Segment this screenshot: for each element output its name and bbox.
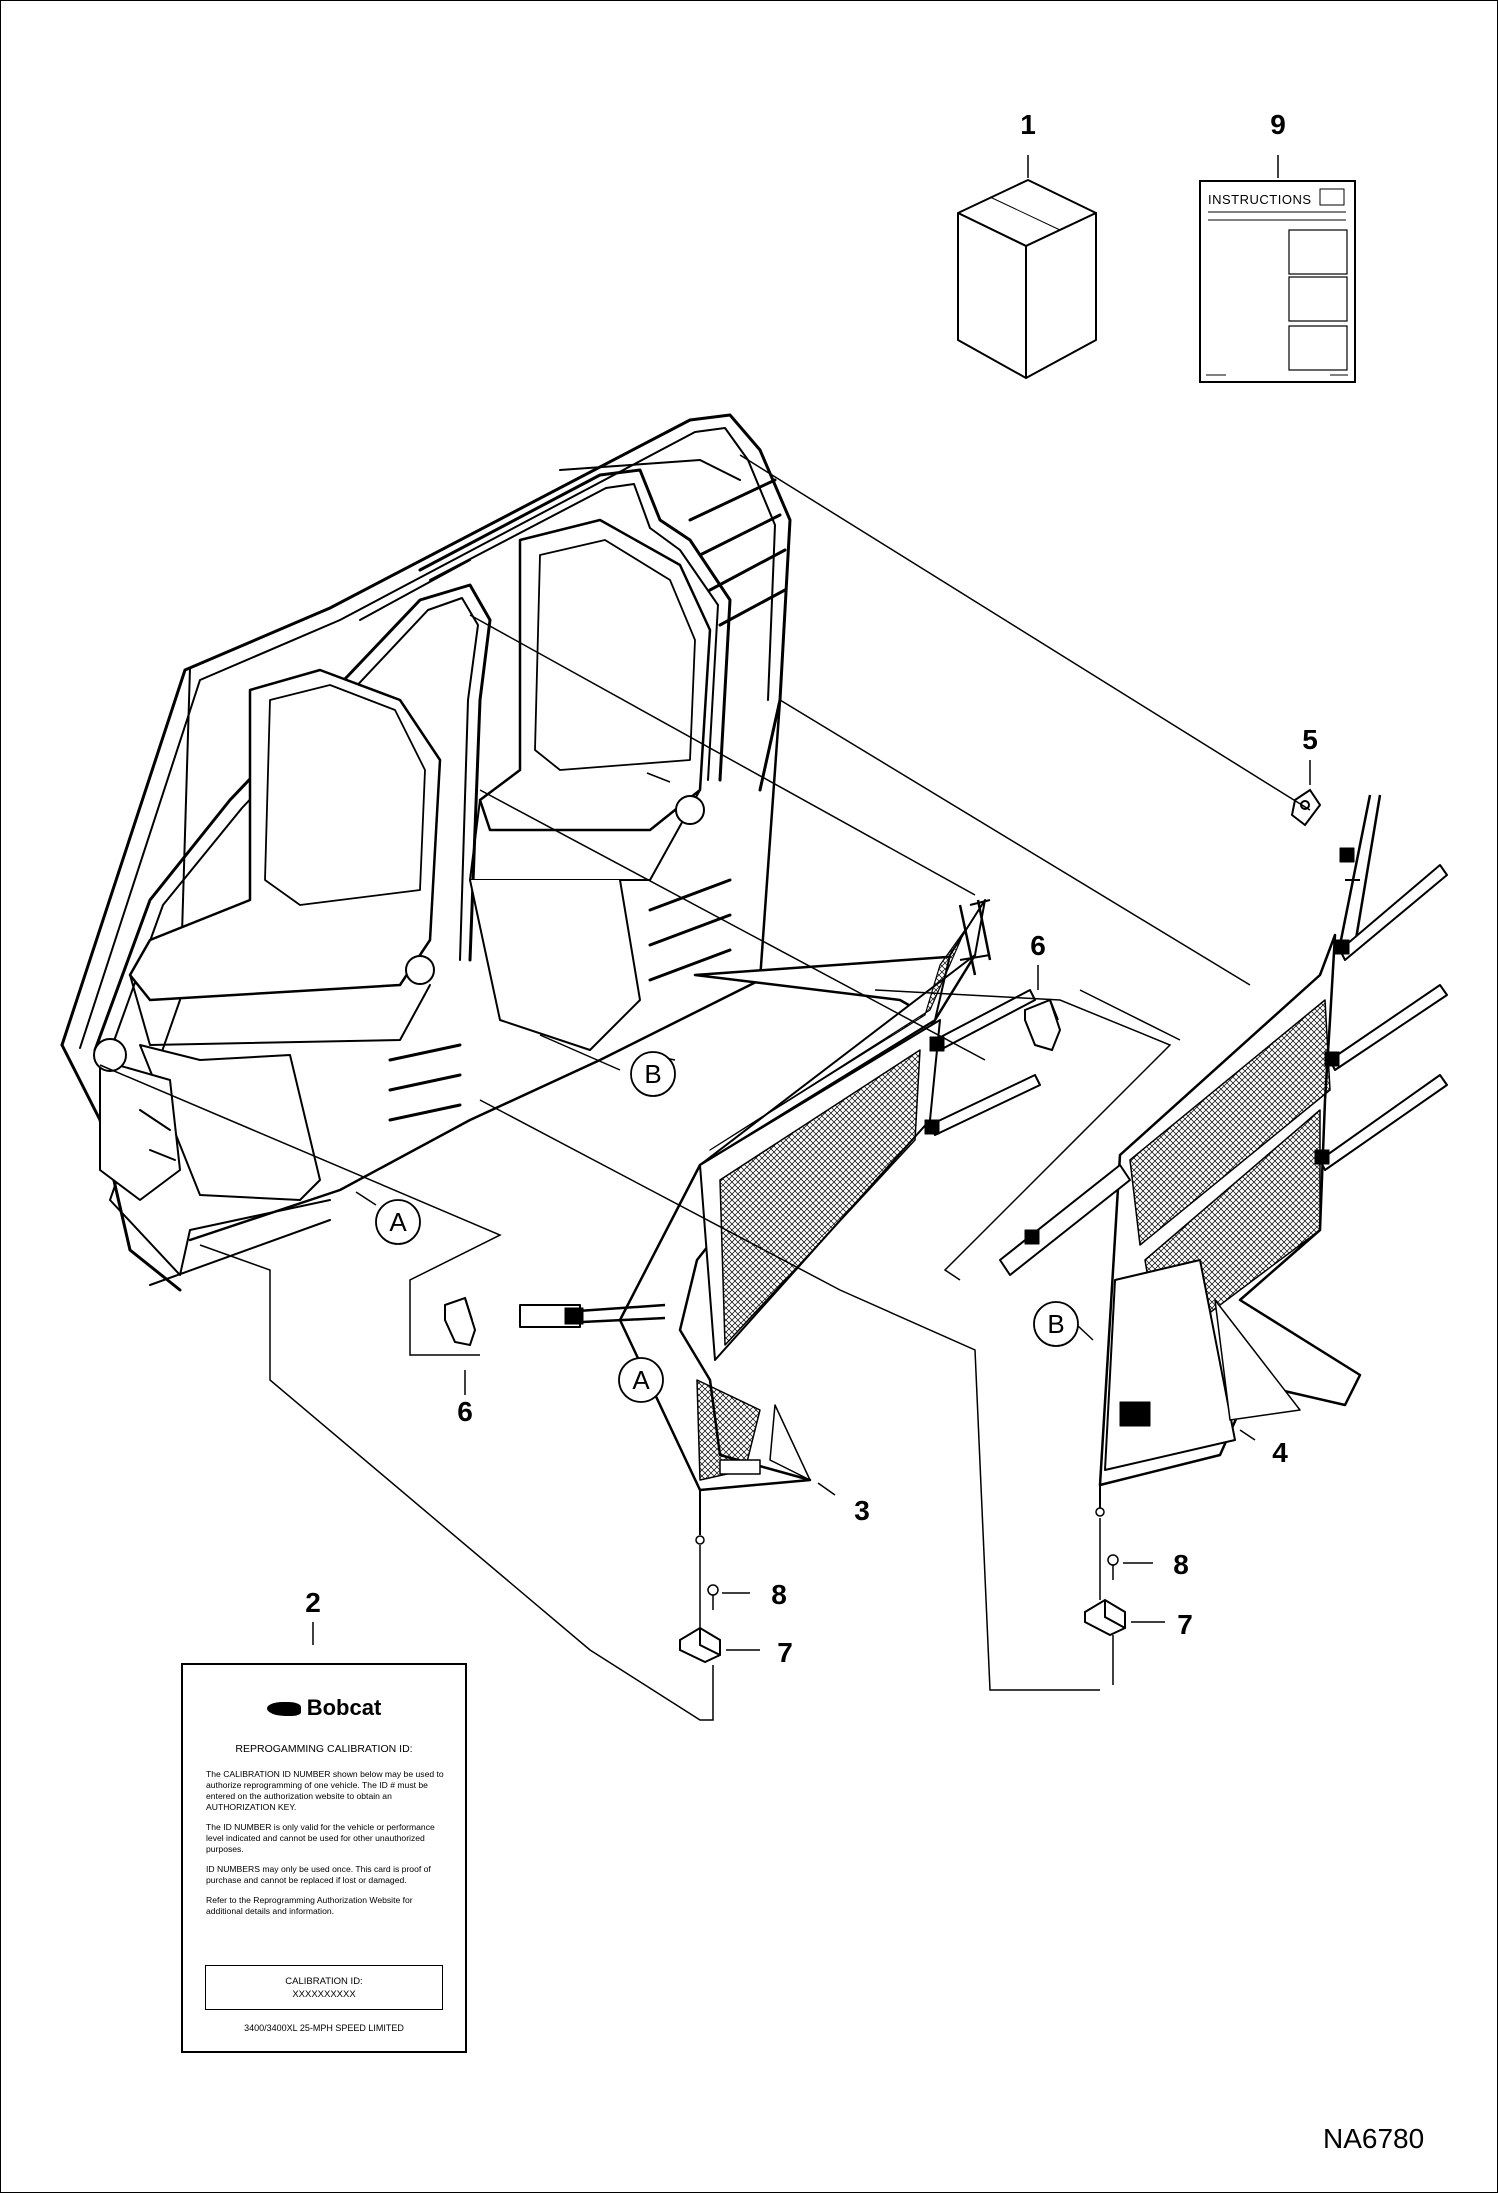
ref-letter: B bbox=[1047, 1309, 1064, 1339]
callout-8: 8 bbox=[1173, 1549, 1189, 1580]
vehicle-cab bbox=[60, 413, 792, 1292]
calibration-id-label: CALIBRATION ID: bbox=[285, 1976, 363, 1987]
instructions-sheet bbox=[1199, 180, 1356, 383]
ref-circle-a-net: A bbox=[618, 1357, 664, 1403]
left-cargo-net bbox=[519, 899, 1041, 1545]
callout-6: 6 bbox=[457, 1396, 473, 1427]
callout-3: 3 bbox=[854, 1495, 870, 1526]
callout-5: 5 bbox=[1302, 724, 1318, 755]
bracket-right bbox=[1084, 1598, 1126, 1637]
instructions-label: INSTRUCTIONS bbox=[1208, 192, 1312, 207]
callout-7: 7 bbox=[777, 1637, 793, 1668]
right-cargo-net bbox=[999, 794, 1448, 1517]
card-title: REPROGAMMING CALIBRATION ID: bbox=[235, 1743, 413, 1755]
card-paragraph: The ID NUMBER is only valid for the vehi… bbox=[206, 1822, 435, 1854]
screw-left bbox=[707, 1584, 719, 1610]
bracket-left bbox=[679, 1626, 721, 1664]
callout-6: 6 bbox=[1030, 930, 1046, 961]
brand-name: Bobcat bbox=[306, 1695, 382, 1720]
callout-7: 7 bbox=[1177, 1609, 1193, 1640]
ref-letter: A bbox=[632, 1365, 650, 1395]
calibration-card: Bobcat REPROGAMMING CALIBRATION ID: The … bbox=[181, 1663, 467, 2053]
card-paragraph: Refer to the Reprogramming Authorization… bbox=[206, 1895, 413, 1916]
bobcat-icon bbox=[266, 1702, 301, 1717]
strap-clip-left bbox=[444, 1296, 477, 1347]
callout-8: 8 bbox=[771, 1579, 787, 1610]
card-footer: 3400/3400XL 25-MPH SPEED LIMITED bbox=[244, 2023, 404, 2033]
strap-clip-center bbox=[1024, 998, 1062, 1052]
ref-circle-b-net: B bbox=[1033, 1301, 1079, 1347]
ref-circle-b-vehicle: B bbox=[630, 1051, 676, 1097]
callout-2: 2 bbox=[305, 1587, 321, 1618]
callout-4: 4 bbox=[1272, 1437, 1288, 1468]
calibration-id-box: CALIBRATION ID: XXXXXXXXXX bbox=[205, 1965, 443, 2010]
calibration-id-value: XXXXXXXXXX bbox=[292, 1989, 356, 2000]
ref-letter: B bbox=[644, 1059, 661, 1089]
callout-9: 9 bbox=[1270, 109, 1286, 140]
card-paragraph: The CALIBRATION ID NUMBER shown below ma… bbox=[206, 1769, 444, 1812]
ref-circle-a-vehicle: A bbox=[375, 1199, 421, 1245]
box-part bbox=[957, 179, 1097, 379]
screw-right bbox=[1107, 1554, 1119, 1580]
brand-logo: Bobcat bbox=[183, 1695, 465, 1721]
card-paragraph: ID NUMBERS may only be used once. This c… bbox=[206, 1864, 431, 1885]
drawing-number: NA6780 bbox=[1323, 2123, 1425, 2154]
card-body: The CALIBRATION ID NUMBER shown below ma… bbox=[206, 1769, 445, 1926]
ref-letter: A bbox=[389, 1207, 407, 1237]
routing-lines bbox=[99, 454, 1311, 1721]
callout-leaders bbox=[312, 760, 1311, 1651]
callout-1: 1 bbox=[1020, 109, 1036, 140]
